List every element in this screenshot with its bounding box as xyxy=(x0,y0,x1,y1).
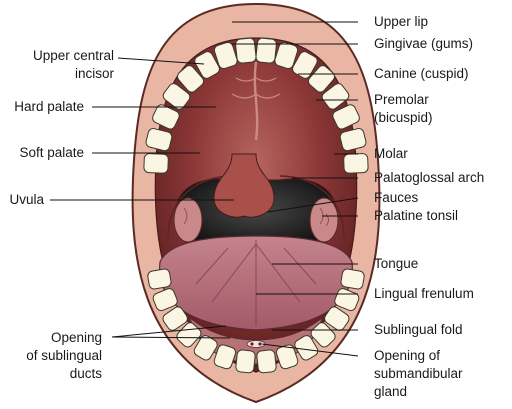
upper-tooth xyxy=(235,37,257,64)
lower-tooth xyxy=(162,306,188,331)
lower-tooth xyxy=(340,268,365,290)
leader-lines xyxy=(50,21,359,357)
label-uvula: Uvula xyxy=(9,192,44,207)
upper-tooth xyxy=(213,41,238,70)
upper-tooth xyxy=(255,37,277,64)
label-lingual-frenulum: Lingual frenulum xyxy=(374,286,474,301)
upper-teeth xyxy=(143,37,369,174)
lower-tooth xyxy=(256,349,277,374)
label-palatoglossal-arch: Palatoglossal arch xyxy=(374,170,485,185)
upper-tooth xyxy=(321,83,350,110)
label-molar: Molar xyxy=(374,146,408,161)
uvula xyxy=(213,153,275,218)
label-palatine-tonsil: Palatine tonsil xyxy=(374,208,459,223)
label-premolar-2: (bicuspid) xyxy=(374,110,433,125)
label-submandibular-2: submandibular xyxy=(374,366,463,381)
lower-teeth xyxy=(147,268,365,374)
lower-tooth xyxy=(213,344,237,370)
label-sublingual-fold: Sublingual fold xyxy=(374,322,463,337)
label-soft-palate: Soft palate xyxy=(19,145,84,160)
lower-tooth xyxy=(147,268,172,290)
lower-tooth xyxy=(193,335,218,361)
label-upper-incisor-2: incisor xyxy=(74,66,114,81)
lower-tooth xyxy=(152,288,178,312)
upper-tooth xyxy=(194,51,220,79)
label-tongue: Tongue xyxy=(374,256,419,271)
lower-tooth xyxy=(235,349,256,374)
label-upper-lip: Upper lip xyxy=(374,14,429,29)
label-submandibular-1: Opening of xyxy=(374,348,441,363)
upper-tooth xyxy=(145,128,173,152)
label-upper-incisor-1: Upper central xyxy=(32,48,114,63)
label-submandibular-3: gland xyxy=(374,384,408,399)
lower-tooth xyxy=(324,306,350,331)
upper-tooth xyxy=(332,104,360,130)
upper-tooth xyxy=(143,153,169,174)
left-tonsil xyxy=(173,197,203,243)
upper-tooth xyxy=(152,104,180,130)
lower-tooth xyxy=(310,322,336,348)
label-fauces: Fauces xyxy=(374,190,419,205)
right-tonsil xyxy=(309,197,339,243)
label-gingivae: Gingivae (gums) xyxy=(374,36,474,51)
label-sublingual-ducts-2: of sublingual xyxy=(26,348,102,363)
upper-tooth xyxy=(343,153,369,174)
lower-tooth xyxy=(294,335,319,361)
label-premolar-1: Premolar xyxy=(374,92,429,107)
label-sublingual-ducts-3: ducts xyxy=(69,366,102,381)
label-hard-palate: Hard palate xyxy=(14,99,84,114)
upper-tooth xyxy=(162,83,191,110)
upper-tooth xyxy=(177,65,204,93)
upper-tooth xyxy=(308,65,335,93)
upper-tooth xyxy=(339,128,367,152)
upper-tooth xyxy=(292,51,318,79)
label-canine: Canine (cuspid) xyxy=(374,66,469,81)
label-sublingual-ducts-1: Opening xyxy=(50,330,102,345)
